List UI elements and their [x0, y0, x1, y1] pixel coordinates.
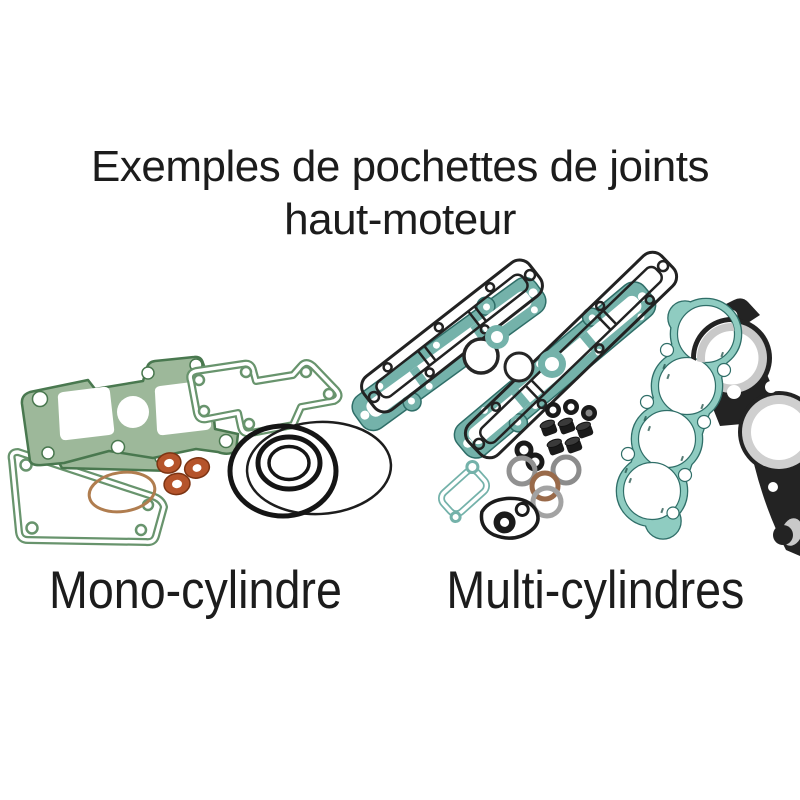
cam-hole-rings — [462, 325, 566, 383]
valve-cover-gasket-teal-1 — [351, 276, 547, 432]
valve-cover-gasket-black-2 — [463, 250, 679, 460]
multi-kit-illustration — [351, 250, 800, 556]
mono-copper-washers — [156, 452, 211, 496]
mono-copper-ring — [87, 470, 157, 514]
multi-head-gasket — [615, 297, 743, 540]
label-multi-cylindres: Multi-cylindres — [445, 561, 745, 620]
small-teal-gasket — [431, 459, 497, 524]
mono-o-rings — [227, 420, 393, 519]
label-mono-cylindre: Mono-cylindre — [48, 561, 342, 620]
gasket-print-marks — [624, 351, 724, 514]
page-title: Exemples de pochettes de joints haut-mot… — [0, 140, 800, 246]
title-line-1: Exemples de pochettes de joints — [91, 142, 710, 191]
metal-rings — [506, 454, 582, 519]
mono-base-gasket — [12, 452, 164, 542]
valve-stem-seals — [539, 399, 597, 456]
mono-kit-illustration — [12, 355, 393, 542]
mono-exhaust-gasket — [190, 363, 338, 433]
title-line-2: haut-moteur — [284, 195, 516, 244]
small-o-rings — [514, 440, 545, 472]
oil-seal-gasket — [479, 496, 540, 540]
